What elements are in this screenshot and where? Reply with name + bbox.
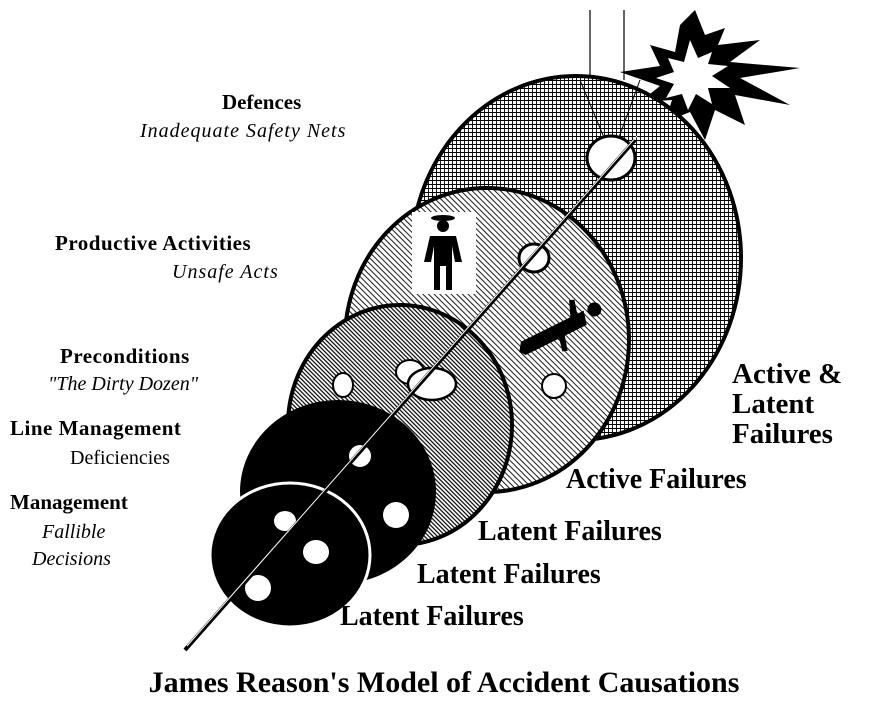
label-preconditions: Preconditions bbox=[60, 346, 190, 367]
failure-management: Latent Failures bbox=[340, 603, 524, 631]
label-line-management: Line Management bbox=[10, 418, 181, 439]
hole-management-right bbox=[303, 540, 329, 564]
failure-defences-line-2: Latent bbox=[732, 390, 814, 419]
failure-preconditions: Latent Failures bbox=[478, 518, 662, 546]
label-defences: Defences bbox=[222, 92, 301, 113]
sub-management-line-1: Fallible bbox=[42, 522, 105, 542]
sub-management-line-2: Decisions bbox=[32, 549, 111, 569]
hole-preconditions-left bbox=[333, 373, 353, 397]
sub-productive-activities: Unsafe Acts bbox=[172, 262, 279, 282]
sub-defences: Inadequate Safety Nets bbox=[140, 121, 346, 141]
hole-productive-bottom bbox=[542, 374, 566, 398]
label-management: Management bbox=[10, 492, 128, 513]
failure-productive-activities: Active Failures bbox=[566, 466, 747, 494]
sub-line-management: Deficiencies bbox=[70, 448, 170, 468]
sub-preconditions: "The Dirty Dozen" bbox=[48, 374, 198, 394]
failure-defences-line-3: Failures bbox=[732, 420, 833, 449]
hole-defences bbox=[587, 136, 635, 180]
hole-line-management-top bbox=[349, 445, 371, 467]
failure-line-management: Latent Failures bbox=[417, 561, 601, 589]
failure-defences-line-1: Active & bbox=[732, 360, 842, 389]
diagram-title: James Reason's Model of Accident Causati… bbox=[0, 668, 888, 698]
hole-line-management-right bbox=[383, 502, 409, 528]
label-productive-activities: Productive Activities bbox=[55, 233, 251, 254]
